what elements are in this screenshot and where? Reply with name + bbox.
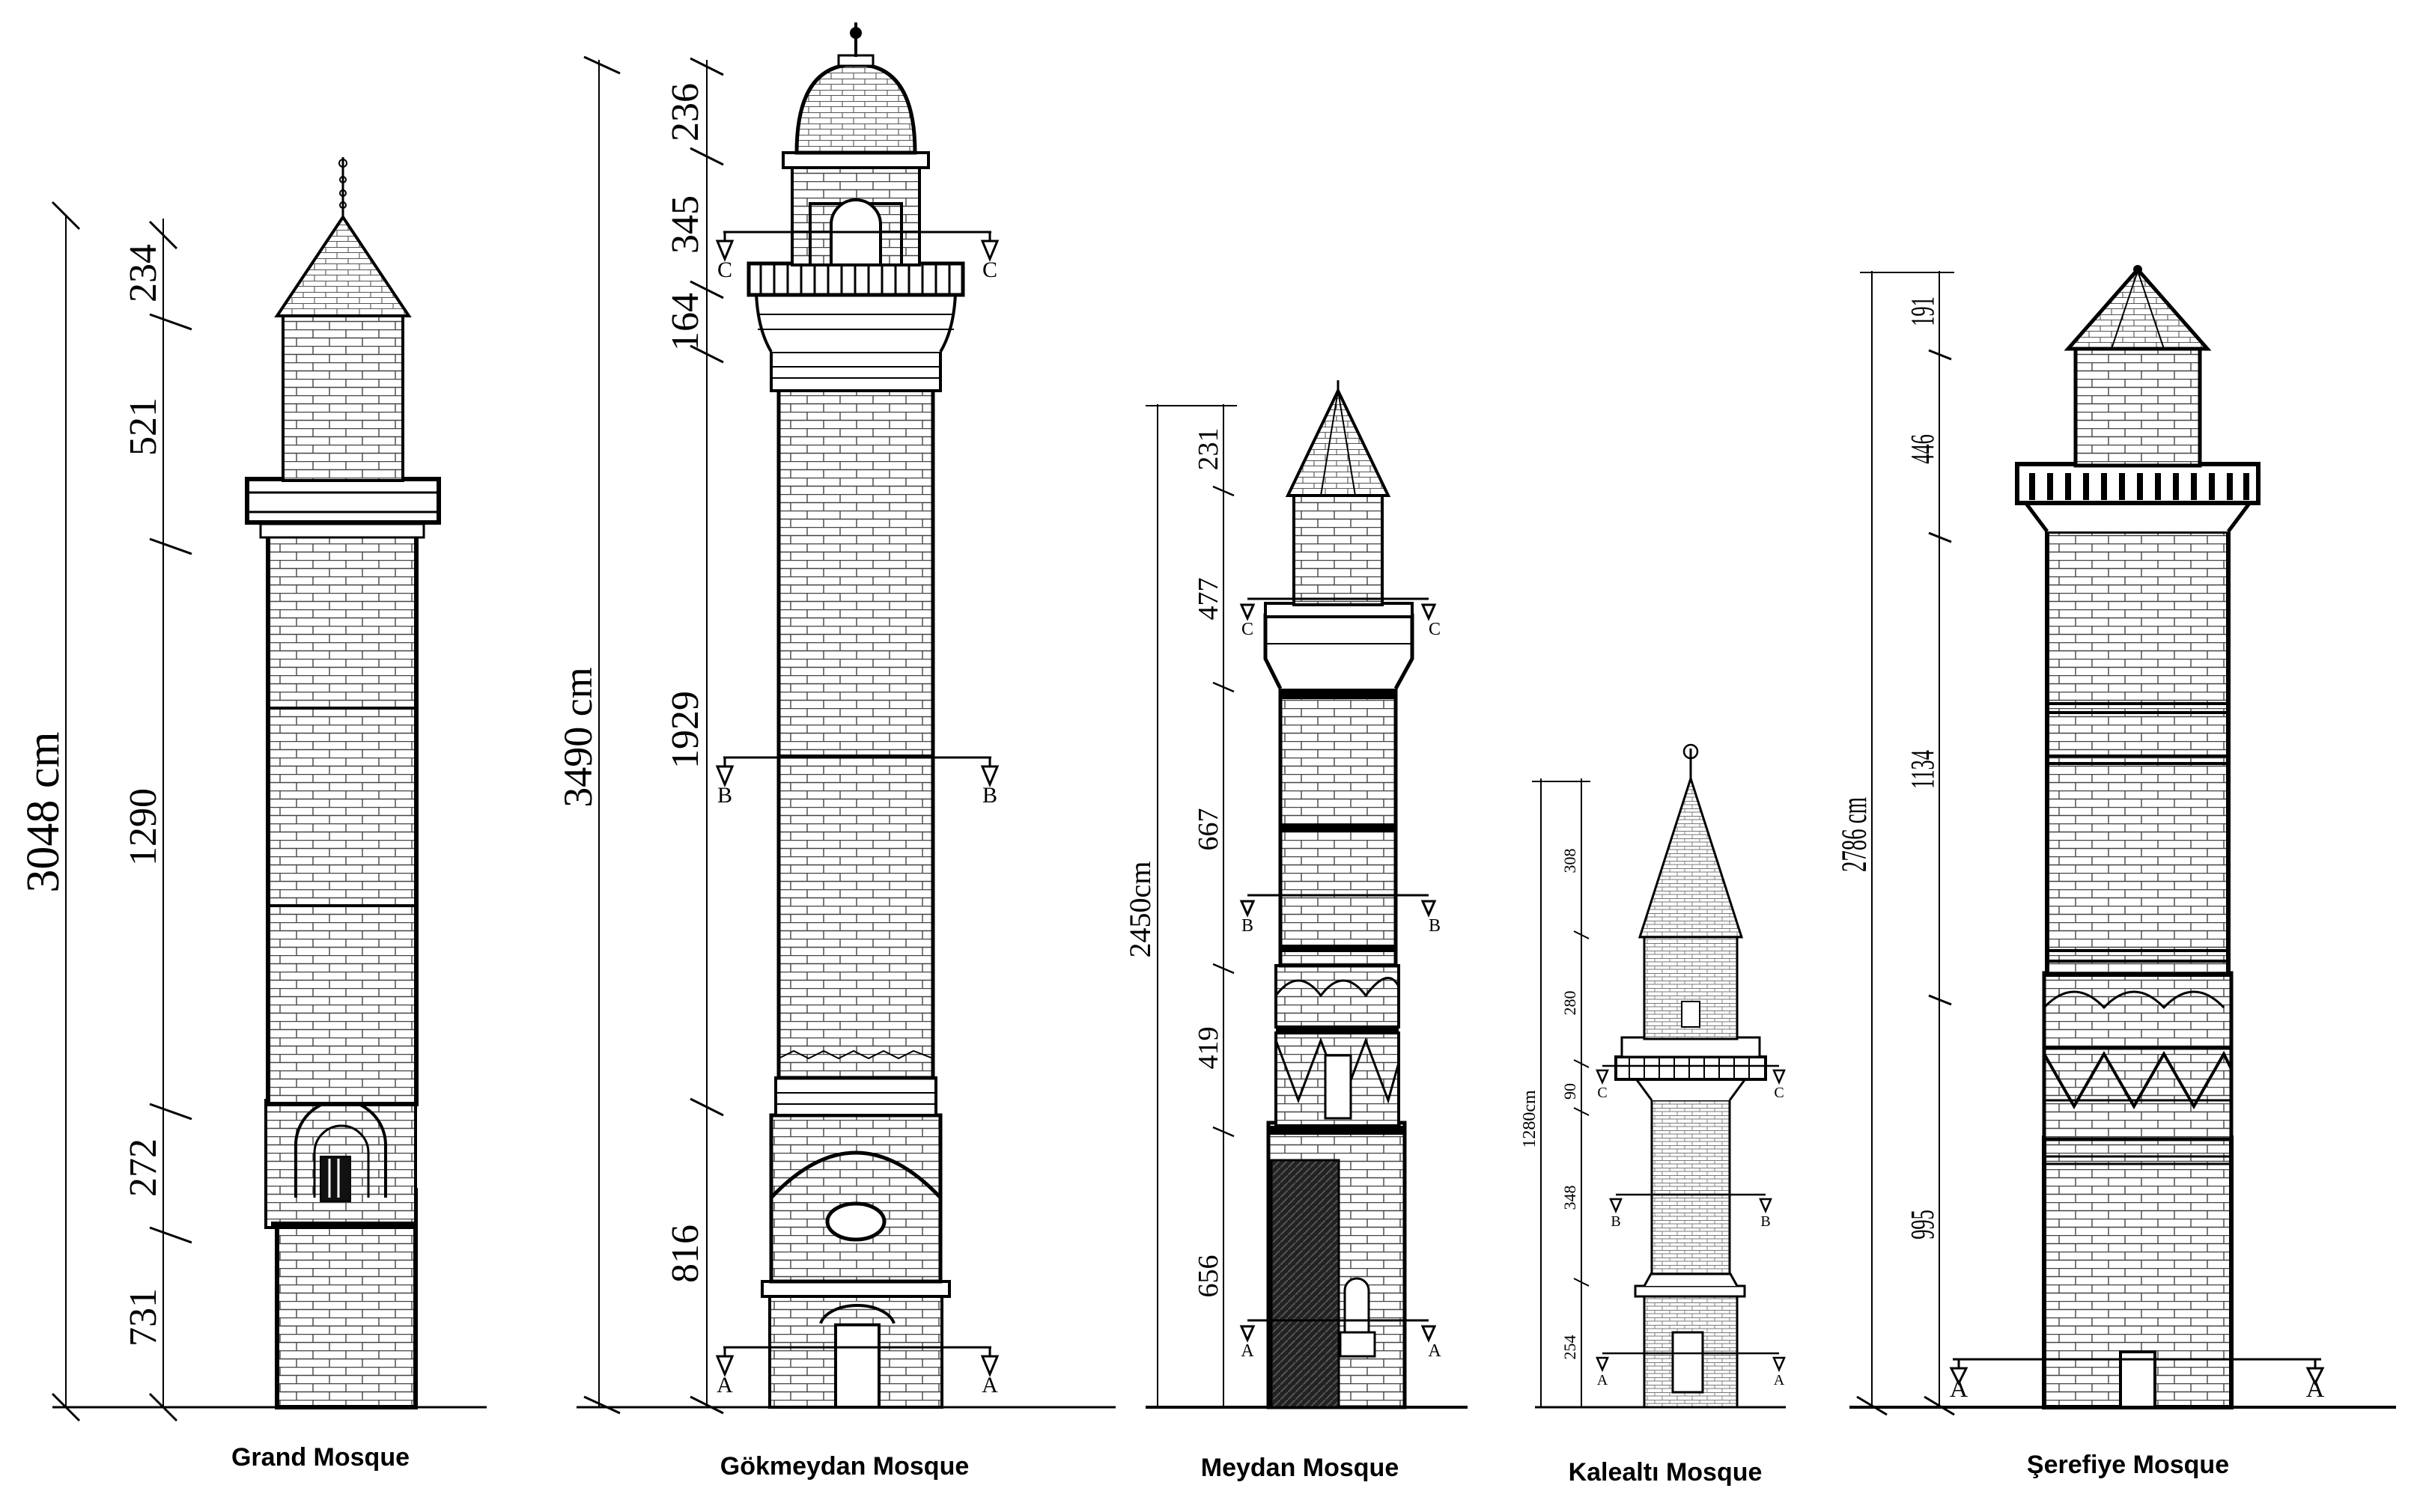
gokmeydan-mosque-minaret: C C B B A A 3490 cm 236 345 164 1: [556, 22, 1116, 1415]
serefiye-mosque-minaret: A A 2786 cm 191 446 1134 995: [1834, 265, 2396, 1416]
caption-serefiye-mosque: Şerefiye Mosque: [2026, 1451, 2230, 1479]
gokmeydan-marker-b-left: B: [717, 783, 732, 808]
meydan-marker-b-left: B: [1241, 916, 1253, 936]
serefiye-total-height: 2786 cm: [1834, 797, 1874, 872]
meydan-marker-c-left: C: [1241, 620, 1253, 639]
caption-meydan-mosque: Meydan Mosque: [1200, 1454, 1399, 1482]
kalealti-dim-1: 308: [1560, 849, 1579, 874]
kalealti-marker-c-left: C: [1597, 1085, 1607, 1101]
kalealti-marker-c-right: C: [1774, 1085, 1784, 1101]
grand-mosque-minaret: 3048 cm 234 521 1290 272 731: [18, 157, 487, 1422]
grand-dim-3: 1290: [122, 788, 165, 866]
grand-dim-2: 521: [122, 397, 165, 456]
gokmeydan-marker-b-right: B: [982, 783, 997, 808]
meydan-dim-3: 667: [1193, 808, 1224, 851]
gokmeydan-dim-1: 236: [664, 83, 707, 141]
meydan-marker-c-right: C: [1429, 620, 1441, 639]
kalealti-dim-5: 254: [1560, 1335, 1579, 1360]
serefiye-dim-2: 446: [1904, 434, 1941, 464]
grand-dim-5: 731: [122, 1288, 165, 1347]
caption-grand-mosque: Grand Mosque: [231, 1443, 410, 1472]
gokmeydan-dim-3: 164: [664, 293, 707, 351]
gokmeydan-total-height: 3490 cm: [556, 667, 601, 807]
meydan-dim-2: 477: [1193, 578, 1224, 621]
kalealti-marker-a-left: A: [1597, 1372, 1608, 1388]
meydan-marker-a-left: A: [1241, 1341, 1254, 1361]
gokmeydan-marker-c-left: C: [717, 257, 732, 282]
gokmeydan-dim-2: 345: [664, 195, 707, 254]
caption-kalealti-mosque: Kalealtı Mosque: [1568, 1458, 1763, 1487]
caption-gokmeydan-mosque: Gökmeydan Mosque: [720, 1452, 970, 1481]
serefiye-dim-1: 191: [1904, 296, 1941, 326]
meydan-total-height: 2450cm: [1123, 862, 1157, 958]
kalealti-marker-a-right: A: [1774, 1372, 1785, 1388]
serefiye-dim-4: 995: [1904, 1210, 1941, 1240]
gokmeydan-marker-a-left: A: [717, 1373, 733, 1397]
meydan-marker-b-right: B: [1429, 916, 1441, 936]
meydan-mosque-minaret: C C B B A A 2450cm 231 477 667 419 656: [1123, 380, 1468, 1409]
kalealti-dim-4: 348: [1560, 1186, 1579, 1210]
kalealti-marker-b-right: B: [1760, 1213, 1770, 1230]
meydan-dim-4: 419: [1193, 1027, 1224, 1070]
gokmeydan-dim-4: 1929: [664, 691, 707, 769]
meydan-marker-a-right: A: [1428, 1341, 1441, 1361]
kalealti-mosque-minaret: C C B B A A 1280cm 308 280 90 348 254: [1520, 743, 1786, 1409]
kalealti-total-height: 1280cm: [1520, 1090, 1539, 1148]
serefiye-marker-a-right: A: [2306, 1375, 2325, 1403]
grand-total-height: 3048 cm: [18, 731, 69, 892]
serefiye-dim-3: 1134: [1904, 750, 1941, 789]
kalealti-marker-b-left: B: [1611, 1213, 1620, 1230]
meydan-dim-5: 656: [1193, 1255, 1224, 1298]
grand-dim-4: 272: [122, 1138, 165, 1197]
grand-dim-1: 234: [122, 244, 165, 302]
kalealti-dim-3: 90: [1560, 1083, 1579, 1100]
serefiye-marker-a-left: A: [1950, 1375, 1968, 1403]
gokmeydan-marker-c-right: C: [982, 257, 997, 282]
kalealti-dim-2: 280: [1560, 991, 1579, 1016]
gokmeydan-dim-5: 816: [664, 1225, 707, 1283]
gokmeydan-marker-a-right: A: [982, 1373, 998, 1397]
meydan-dim-1: 231: [1193, 428, 1224, 471]
